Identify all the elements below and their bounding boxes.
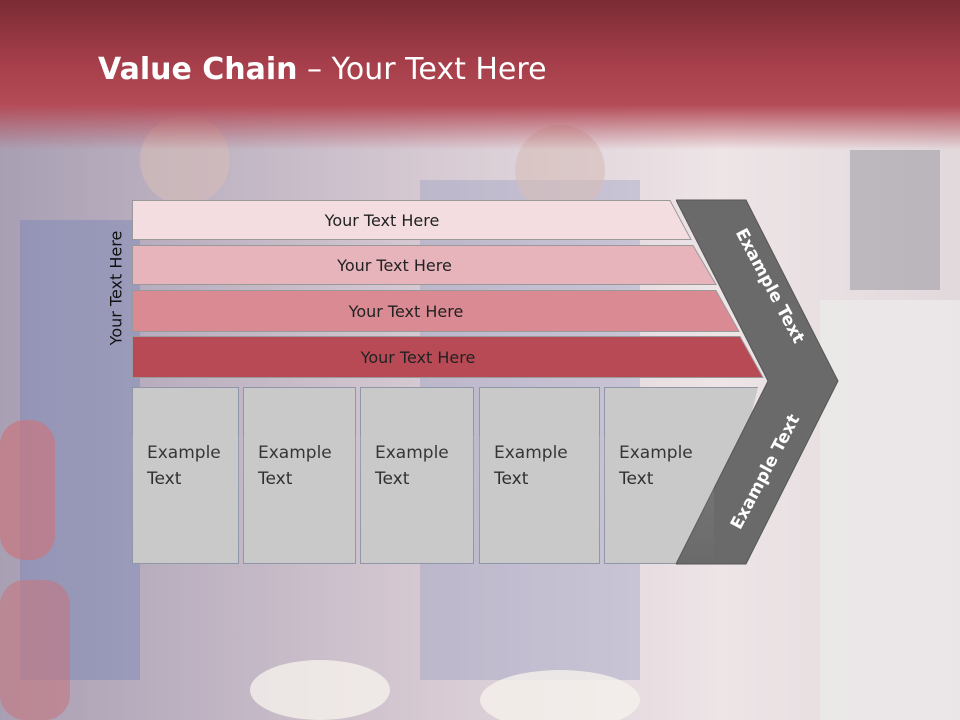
value-bar-2: Your Text Here — [132, 245, 717, 285]
column-reflection — [132, 436, 239, 566]
column-reflection — [604, 436, 714, 566]
column-reflection — [479, 436, 600, 566]
bar-shape — [132, 245, 717, 285]
bar-shape — [132, 200, 692, 240]
bar-shape — [132, 336, 764, 378]
chevron-shape — [676, 199, 839, 565]
chevron-arrow — [676, 199, 839, 565]
title-band — [0, 0, 960, 150]
column-reflection — [243, 436, 356, 566]
value-bar-1: Your Text Here — [132, 200, 692, 240]
bar-label: Your Text Here — [324, 210, 440, 230]
value-bar-4: Your Text Here — [132, 336, 764, 378]
title-rest: – Your Text Here — [297, 52, 547, 87]
slide-title: Value Chain – Your Text Here — [98, 52, 547, 87]
column-reflection — [360, 436, 474, 566]
title-bold: Value Chain — [98, 52, 298, 87]
side-label: Your Text Here — [106, 230, 126, 346]
value-bar-3: Your Text Here — [132, 290, 740, 332]
bar-shape — [132, 290, 740, 332]
bar-label: Your Text Here — [337, 255, 452, 275]
bar-label: Your Text Here — [360, 347, 476, 367]
bar-label: Your Text Here — [348, 301, 464, 321]
